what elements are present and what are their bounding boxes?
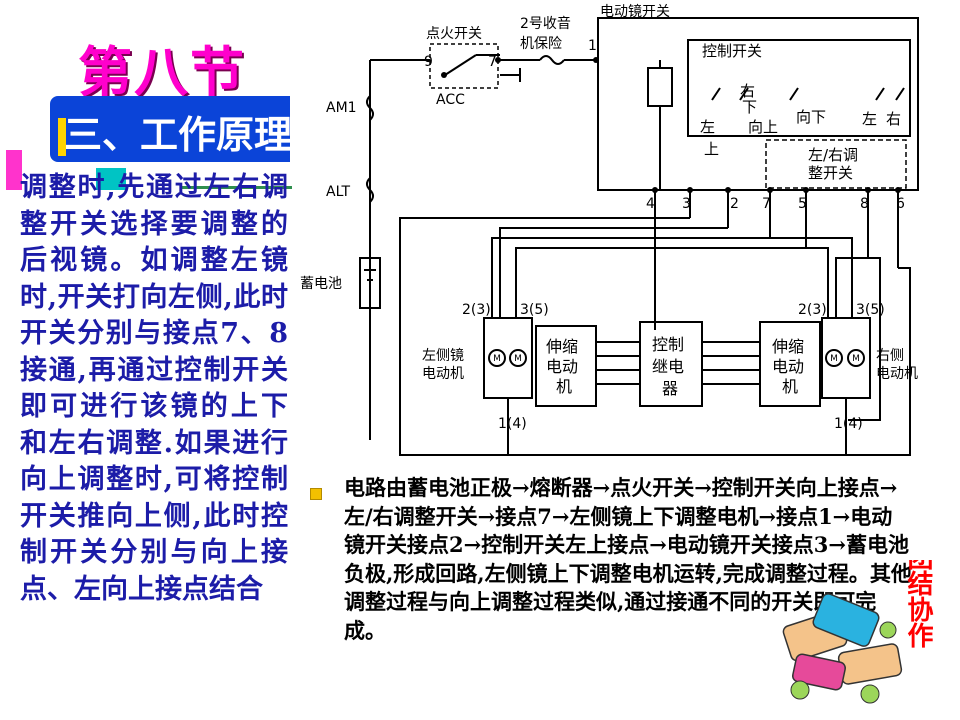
- label-right: 右: [740, 82, 755, 100]
- label-retract-right-2: 电动: [772, 357, 804, 376]
- label-alt: ALT: [326, 184, 350, 200]
- label-term-2: 2: [730, 196, 739, 212]
- label-retract-right-3: 机: [782, 377, 798, 396]
- label-pin-14-right: 1(4): [834, 416, 863, 432]
- label-term-9: 9: [424, 54, 433, 70]
- label-left-motor-2: 电动机: [422, 366, 464, 382]
- label-retract-left-1: 伸缩: [546, 337, 578, 356]
- decor-green-line: [180, 186, 292, 189]
- label-pin-23-left: 2(3): [462, 302, 491, 318]
- label-mirror-switch: 电动镜开关: [600, 4, 670, 20]
- label-radio-fuse-2: 机保险: [520, 36, 562, 52]
- label-term-6: 6: [896, 196, 905, 212]
- label-motor-m2: M: [514, 354, 522, 364]
- label-term-7-ign: 7: [488, 54, 497, 70]
- label-am1: AM1: [326, 100, 357, 116]
- label-term-4: 4: [646, 196, 655, 212]
- label-retract-right-1: 伸缩: [772, 337, 804, 356]
- bullet-marker: [310, 488, 322, 500]
- decor-teal-block: [96, 168, 126, 190]
- label-radio-fuse-1: 2号收音: [520, 15, 571, 32]
- label-pin-23-right: 2(3): [798, 302, 827, 318]
- label-term-8: 8: [860, 196, 869, 212]
- label-motor-m1: M: [493, 354, 501, 364]
- label-upward: 向上: [748, 118, 778, 136]
- label-left: 左: [700, 118, 715, 136]
- teamwork-slogan: 团结协作: [903, 560, 933, 648]
- label-downward: 向下: [796, 108, 826, 126]
- label-term-1: 1: [588, 38, 597, 54]
- label-relay-2: 继电: [652, 357, 684, 376]
- label-control-switch: 控制开关: [702, 42, 762, 60]
- label-term-7: 7: [762, 196, 771, 212]
- label-ignition-switch: 点火开关: [426, 26, 482, 42]
- decor-yellow-bar: [58, 118, 66, 156]
- label-acc: ACC: [436, 92, 465, 108]
- section-title: 第八节: [78, 40, 246, 104]
- teamwork-clipart: 团结协作: [782, 560, 933, 704]
- label-right-motor-1: 右侧: [876, 348, 904, 364]
- decor-pink-block: [6, 150, 22, 190]
- label-motor-m4: M: [852, 354, 860, 364]
- label-pin-14-left: 1(4): [498, 416, 527, 432]
- label-motor-m3: M: [830, 354, 838, 364]
- label-pin-35-left: 3(5): [520, 302, 549, 318]
- label-retract-left-3: 机: [556, 377, 572, 396]
- label-left-2: 左: [862, 110, 877, 128]
- label-retract-left-2: 电动: [546, 357, 578, 376]
- label-relay-3: 器: [662, 379, 678, 398]
- left-explanation-text: 调整时,先通过左右调整开关选择要调整的后视镜。如调整左镜时,开关打向左侧,此时开…: [20, 172, 288, 605]
- subtitle-text: 三、工作原理: [64, 112, 290, 157]
- mirror-circuit-diagram: 点火开关 2号收音 机保险 电动镜开关 控制开关 右 下 左 上 向上 向下 左…: [300, 4, 919, 456]
- label-right-2: 右: [886, 110, 901, 128]
- label-up: 上: [704, 140, 719, 158]
- label-down: 下: [742, 98, 757, 116]
- label-battery: 蓄电池: [300, 276, 342, 292]
- circuit-path-text: 电路由蓄电池正极→熔断器→点火开关→控制开关向上接点→左/右调整开关→接点7→左…: [344, 475, 912, 643]
- hands-icon: [782, 593, 903, 704]
- subtitle-bar: 三、工作原理: [50, 96, 290, 162]
- label-lr-switch-2: 整开关: [808, 164, 853, 182]
- label-relay-1: 控制: [652, 335, 684, 354]
- label-lr-switch-1: 左/右调: [808, 146, 858, 164]
- label-term-3: 3: [682, 196, 691, 212]
- label-right-motor-2: 电动机: [876, 366, 918, 382]
- label-pin-35-right: 3(5): [856, 302, 885, 318]
- label-left-motor-1: 左侧镜: [422, 348, 464, 364]
- label-term-5: 5: [798, 196, 807, 212]
